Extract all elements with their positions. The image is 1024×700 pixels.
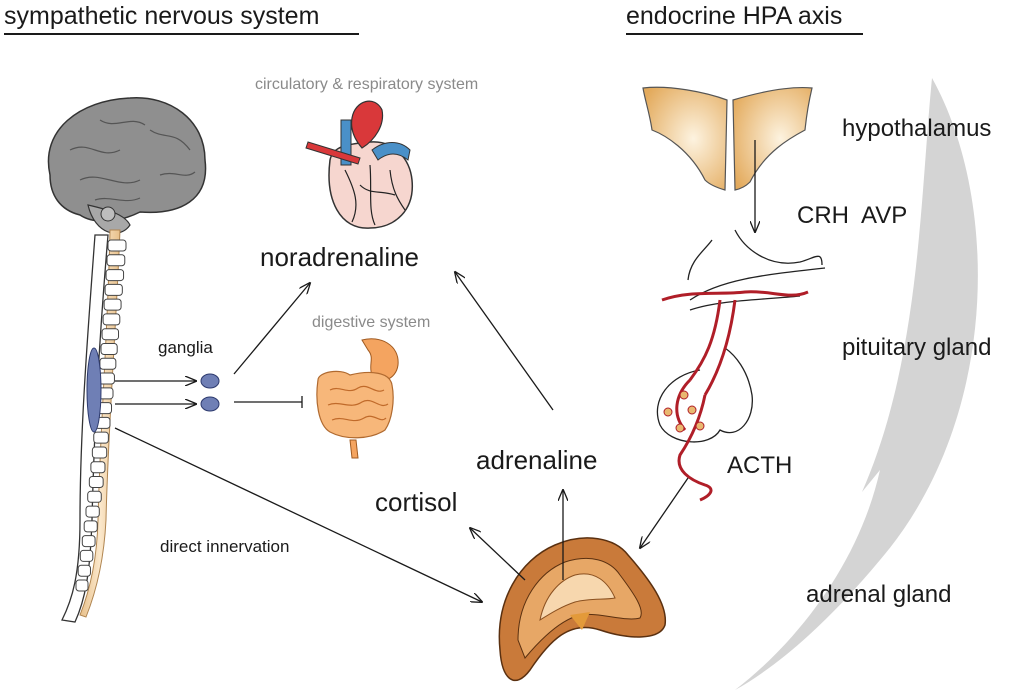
label-cortisol: cortisol bbox=[375, 487, 458, 517]
arrow-adrenal-cortisol bbox=[470, 528, 526, 581]
label-adrenaline: adrenaline bbox=[476, 445, 598, 475]
vertebra bbox=[91, 446, 108, 459]
vertebra bbox=[88, 476, 104, 489]
vertebra bbox=[99, 357, 117, 370]
heading-sympathetic: sympathetic nervous system bbox=[4, 2, 320, 30]
pituitary-icon bbox=[656, 229, 826, 502]
label-crh-avp: CRH AVP bbox=[797, 202, 908, 229]
vertebra bbox=[107, 239, 127, 252]
vertebra bbox=[106, 254, 126, 267]
brain-icon bbox=[47, 97, 207, 234]
heart-icon bbox=[305, 100, 413, 229]
vertebra bbox=[75, 579, 89, 592]
arrow-direct-innervation bbox=[114, 427, 482, 602]
vertebra bbox=[90, 461, 106, 474]
vertebra bbox=[104, 283, 123, 296]
arrow-acth-adrenal bbox=[640, 477, 689, 548]
vertebra bbox=[81, 535, 96, 548]
adrenal-gland-icon bbox=[498, 537, 667, 682]
arrow-adrenaline-noradrenaline bbox=[455, 272, 554, 411]
vertebra bbox=[105, 269, 125, 282]
vertebra bbox=[83, 520, 98, 533]
label-pituitary: pituitary gland bbox=[842, 334, 992, 361]
heading-hpa: endocrine HPA axis bbox=[626, 2, 843, 30]
vertebrae bbox=[75, 239, 127, 592]
arrows bbox=[114, 140, 755, 602]
vertebra bbox=[102, 313, 121, 326]
hypothalamus-icon bbox=[642, 86, 813, 191]
vertebra bbox=[77, 564, 91, 577]
label-direct-innervation: direct innervation bbox=[160, 537, 290, 556]
ganglion-upper bbox=[200, 373, 220, 389]
spine-icon bbox=[61, 229, 127, 623]
vertebra bbox=[85, 505, 100, 518]
pituitary-cells bbox=[663, 390, 705, 433]
hpa-flow-arrow bbox=[735, 78, 978, 690]
label-hypothalamus: hypothalamus bbox=[842, 115, 992, 142]
arrow-ganglia-noradrenaline bbox=[233, 283, 310, 375]
vertebra bbox=[93, 431, 109, 444]
vertebra bbox=[87, 490, 102, 503]
label-noradrenaline: noradrenaline bbox=[260, 242, 420, 272]
vertebra bbox=[103, 298, 122, 311]
heading-hpa-underline bbox=[626, 33, 863, 35]
ganglion-lower bbox=[200, 396, 220, 412]
digestive-icon bbox=[316, 338, 399, 459]
vertebra bbox=[100, 342, 118, 355]
vertebra bbox=[79, 549, 94, 562]
label-adrenal: adrenal gland bbox=[806, 581, 952, 608]
label-digestive: digestive system bbox=[312, 314, 431, 331]
label-ganglia: ganglia bbox=[158, 338, 213, 357]
heading-sympathetic-underline bbox=[4, 33, 359, 35]
label-acth: ACTH bbox=[727, 452, 793, 479]
vertebra bbox=[101, 328, 120, 341]
label-circulatory: circulatory & respiratory system bbox=[255, 76, 479, 93]
